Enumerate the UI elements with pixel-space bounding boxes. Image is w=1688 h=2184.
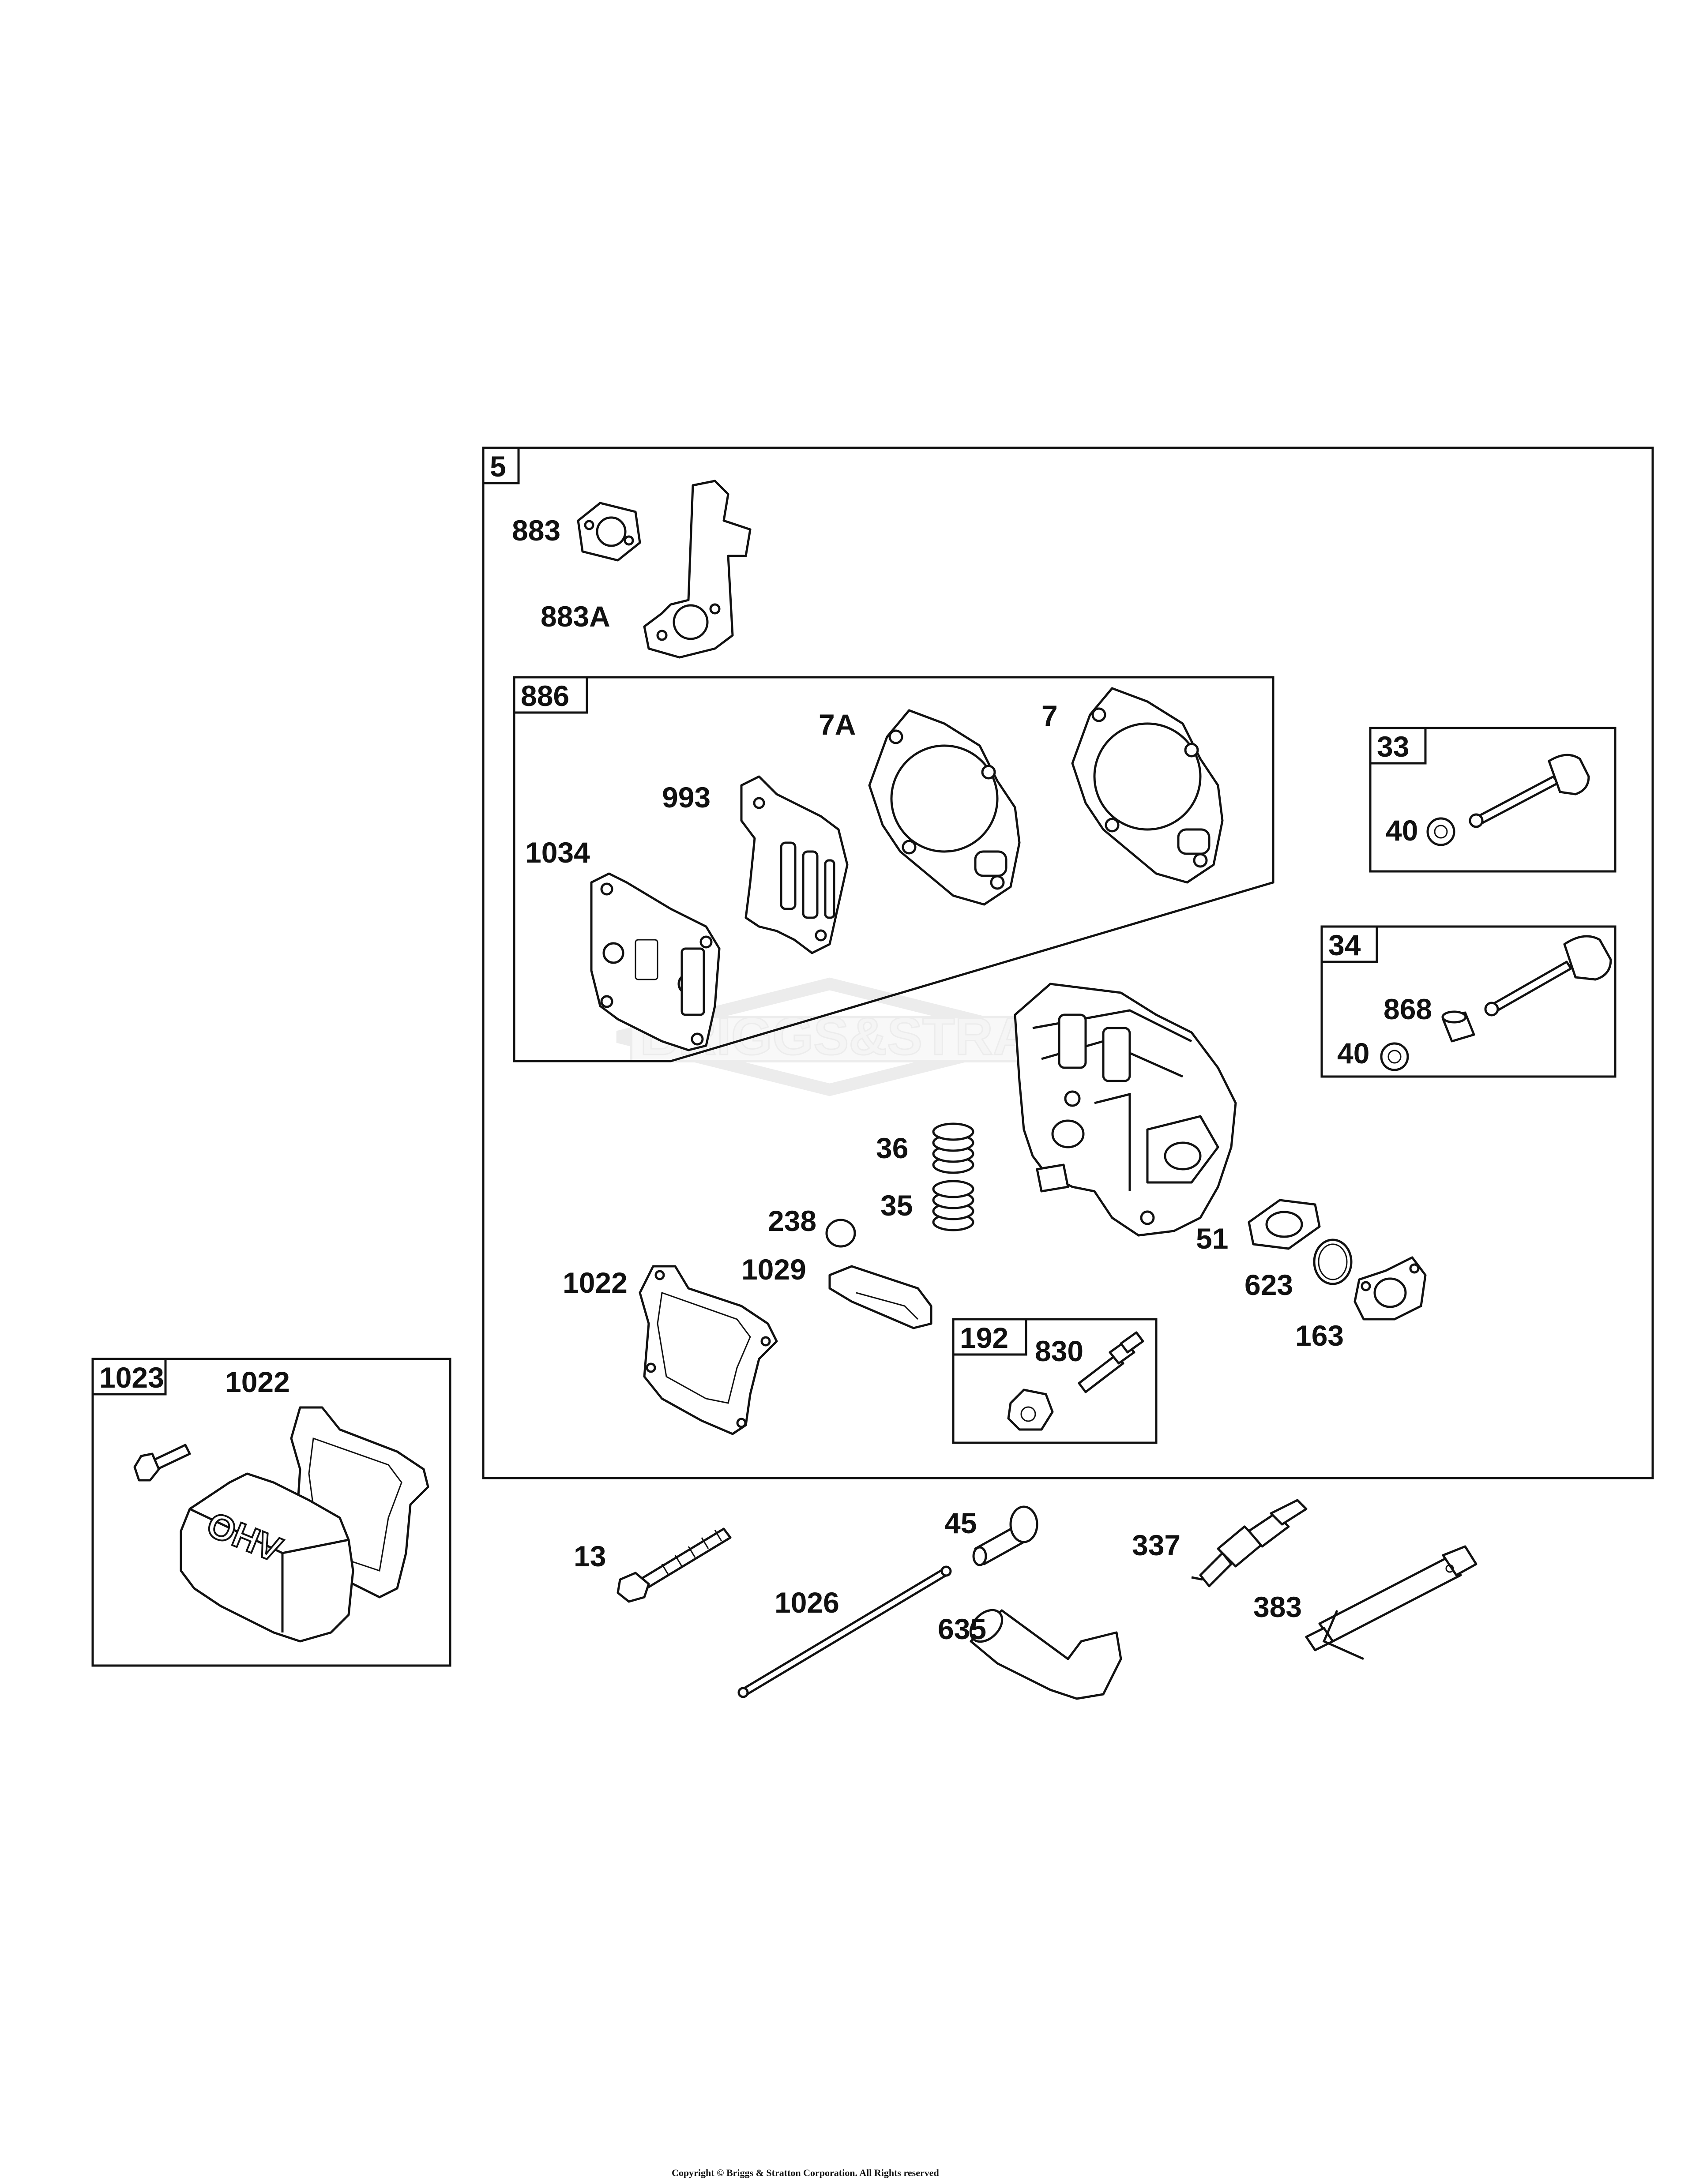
callout-34-40: 40 [1337, 1037, 1369, 1069]
group-34-tag [1320, 925, 1378, 963]
group-5-frame [482, 447, 1654, 1479]
part-883-gasket [577, 502, 641, 562]
part-51-gasket [1248, 1199, 1321, 1250]
part-33-valve [1469, 754, 1590, 828]
callout-36: 36 [876, 1132, 908, 1164]
callout-883: 883 [512, 514, 560, 547]
callout-1023-1022: 1022 [225, 1366, 290, 1398]
group-886-number: 886 [521, 679, 569, 712]
part-1023-screw [133, 1444, 191, 1482]
group-1023-frame [91, 1358, 451, 1667]
group-34-frame [1320, 925, 1617, 1078]
callout-337: 337 [1132, 1529, 1180, 1561]
callout-34-868: 868 [1383, 993, 1432, 1025]
callout-383: 383 [1253, 1591, 1302, 1623]
callout-51: 51 [1196, 1222, 1228, 1255]
copyright-notice: Copyright © Briggs & Stratton Corporatio… [672, 2167, 939, 2178]
part-7A-head-gasket [868, 709, 1021, 906]
part-635-boot [969, 1609, 1122, 1700]
group-33-number: 33 [1377, 730, 1409, 763]
callout-1026: 1026 [774, 1586, 839, 1619]
callout-45: 45 [944, 1507, 977, 1539]
part-1022-cover-gasket [639, 1265, 778, 1435]
group-192-tag [952, 1318, 1027, 1356]
callout-830: 830 [1035, 1335, 1083, 1367]
callout-883A: 883A [541, 600, 610, 633]
part-cylinder-head [1014, 983, 1237, 1237]
part-163-gasket [1353, 1256, 1427, 1321]
group-33-tag [1369, 727, 1427, 765]
part-883A-plate [643, 480, 752, 659]
group-34-number: 34 [1328, 929, 1361, 961]
part-830-stud [1078, 1331, 1144, 1393]
callout-1022: 1022 [563, 1266, 628, 1299]
callout-1034: 1034 [525, 836, 590, 869]
group-1023-tag [91, 1358, 167, 1396]
part-7-head-gasket [1071, 687, 1224, 884]
part-35-valve-spring [932, 1180, 974, 1231]
part-993-gasket [740, 775, 849, 954]
group-1023-number: 1023 [99, 1361, 164, 1394]
part-1034-plate [590, 872, 721, 1051]
part-33-40-keeper [1426, 817, 1455, 846]
callout-635: 635 [938, 1613, 986, 1645]
part-1026-push-rod [737, 1565, 952, 1698]
group-5-number: 5 [490, 450, 506, 483]
part-1023-valve-cover: OHV [180, 1472, 354, 1643]
part-36-valve-spring [932, 1122, 974, 1174]
part-34-valve [1484, 935, 1612, 1017]
part-45-guide [972, 1505, 1038, 1566]
part-192-nut [1007, 1388, 1054, 1431]
group-5-tag [482, 447, 520, 484]
part-623-ring [1313, 1238, 1353, 1285]
callout-33-40: 40 [1386, 814, 1418, 847]
part-383-tool [1305, 1545, 1477, 1660]
part-34-868-seal [1441, 1010, 1475, 1043]
part-1029-deflector [828, 1265, 932, 1329]
group-192-number: 192 [960, 1321, 1008, 1354]
callout-163: 163 [1295, 1319, 1344, 1352]
callout-623: 623 [1244, 1268, 1293, 1301]
group-33-frame [1369, 727, 1617, 873]
callout-13: 13 [574, 1540, 606, 1572]
callout-7: 7 [1041, 699, 1058, 732]
callout-238: 238 [768, 1205, 816, 1237]
callout-1029: 1029 [741, 1253, 806, 1286]
part-34-40-keeper [1380, 1042, 1409, 1071]
part-238-plug [825, 1219, 856, 1248]
part-13-bolt [617, 1527, 732, 1603]
group-886-frame [513, 676, 1274, 1062]
callout-993: 993 [662, 781, 711, 814]
callout-7A: 7A [819, 708, 856, 741]
callout-35: 35 [880, 1189, 913, 1222]
group-886-tag [513, 676, 588, 714]
group-192-frame [952, 1318, 1158, 1444]
part-337-spark-plug [1191, 1499, 1308, 1587]
